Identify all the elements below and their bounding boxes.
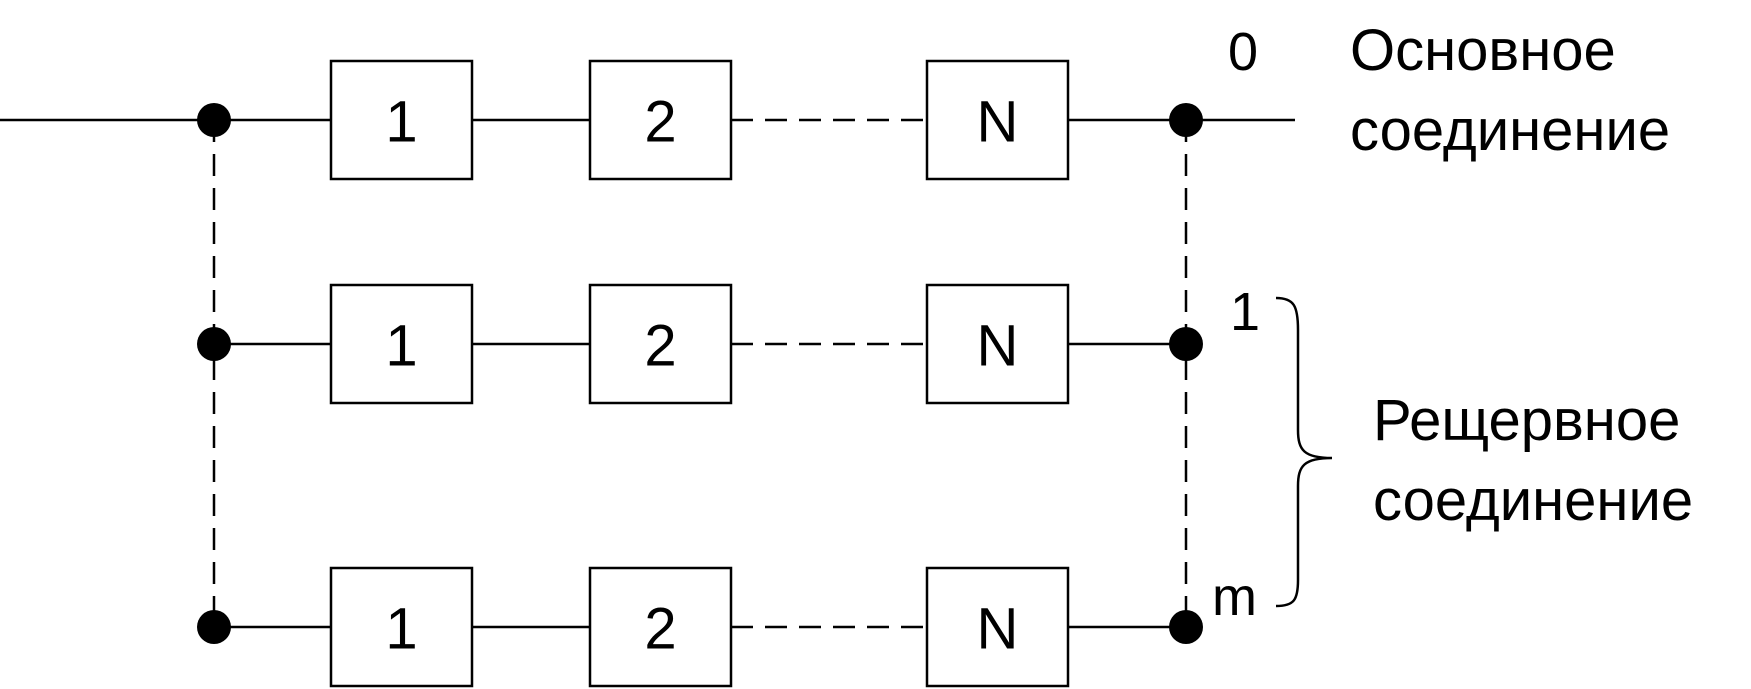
right-junction-node (1169, 327, 1203, 361)
element-label: N (977, 90, 1019, 155)
element-box (329, 59, 474, 181)
element-label: 1 (385, 90, 417, 155)
row-index-label: 0 (1228, 22, 1258, 82)
element-block: 2 (588, 283, 733, 405)
row-index-label: 1 (1230, 282, 1260, 342)
element-block: N (925, 59, 1070, 181)
reserve-connection-label-line2: соединение (1373, 468, 1693, 533)
element-box (588, 59, 733, 181)
element-label: N (977, 314, 1019, 379)
chain-row-1: 1 2 N 1 (197, 282, 1260, 405)
element-label: 1 (385, 597, 417, 662)
element-block: 1 (329, 59, 474, 181)
element-label: N (977, 597, 1019, 662)
element-box (925, 283, 1070, 405)
reserve-brace (1275, 296, 1333, 608)
element-box (925, 566, 1070, 688)
element-block: 2 (588, 566, 733, 688)
element-box (329, 283, 474, 405)
element-block: 2 (588, 59, 733, 181)
right-junction-node (1169, 610, 1203, 644)
element-block: 1 (329, 566, 474, 688)
left-junction-node (197, 610, 231, 644)
element-box (925, 59, 1070, 181)
element-box (588, 283, 733, 405)
element-block: N (925, 283, 1070, 405)
element-label: 2 (644, 597, 676, 662)
element-label: 2 (644, 90, 676, 155)
main-connection-label-line2: соединение (1350, 98, 1670, 163)
chain-row-0: 1 2 N 0 (197, 22, 1258, 181)
right-junction-node (1169, 103, 1203, 137)
reserve-connection-label-line1: Рещервное (1373, 388, 1680, 453)
row-index-label: m (1212, 567, 1257, 627)
left-junction-node (197, 103, 231, 137)
element-box (588, 566, 733, 688)
element-box (329, 566, 474, 688)
main-connection-label-line1: Основное (1350, 18, 1616, 83)
element-label: 2 (644, 314, 676, 379)
element-block: 1 (329, 283, 474, 405)
left-junction-node (197, 327, 231, 361)
element-label: 1 (385, 314, 417, 379)
element-block: N (925, 566, 1070, 688)
